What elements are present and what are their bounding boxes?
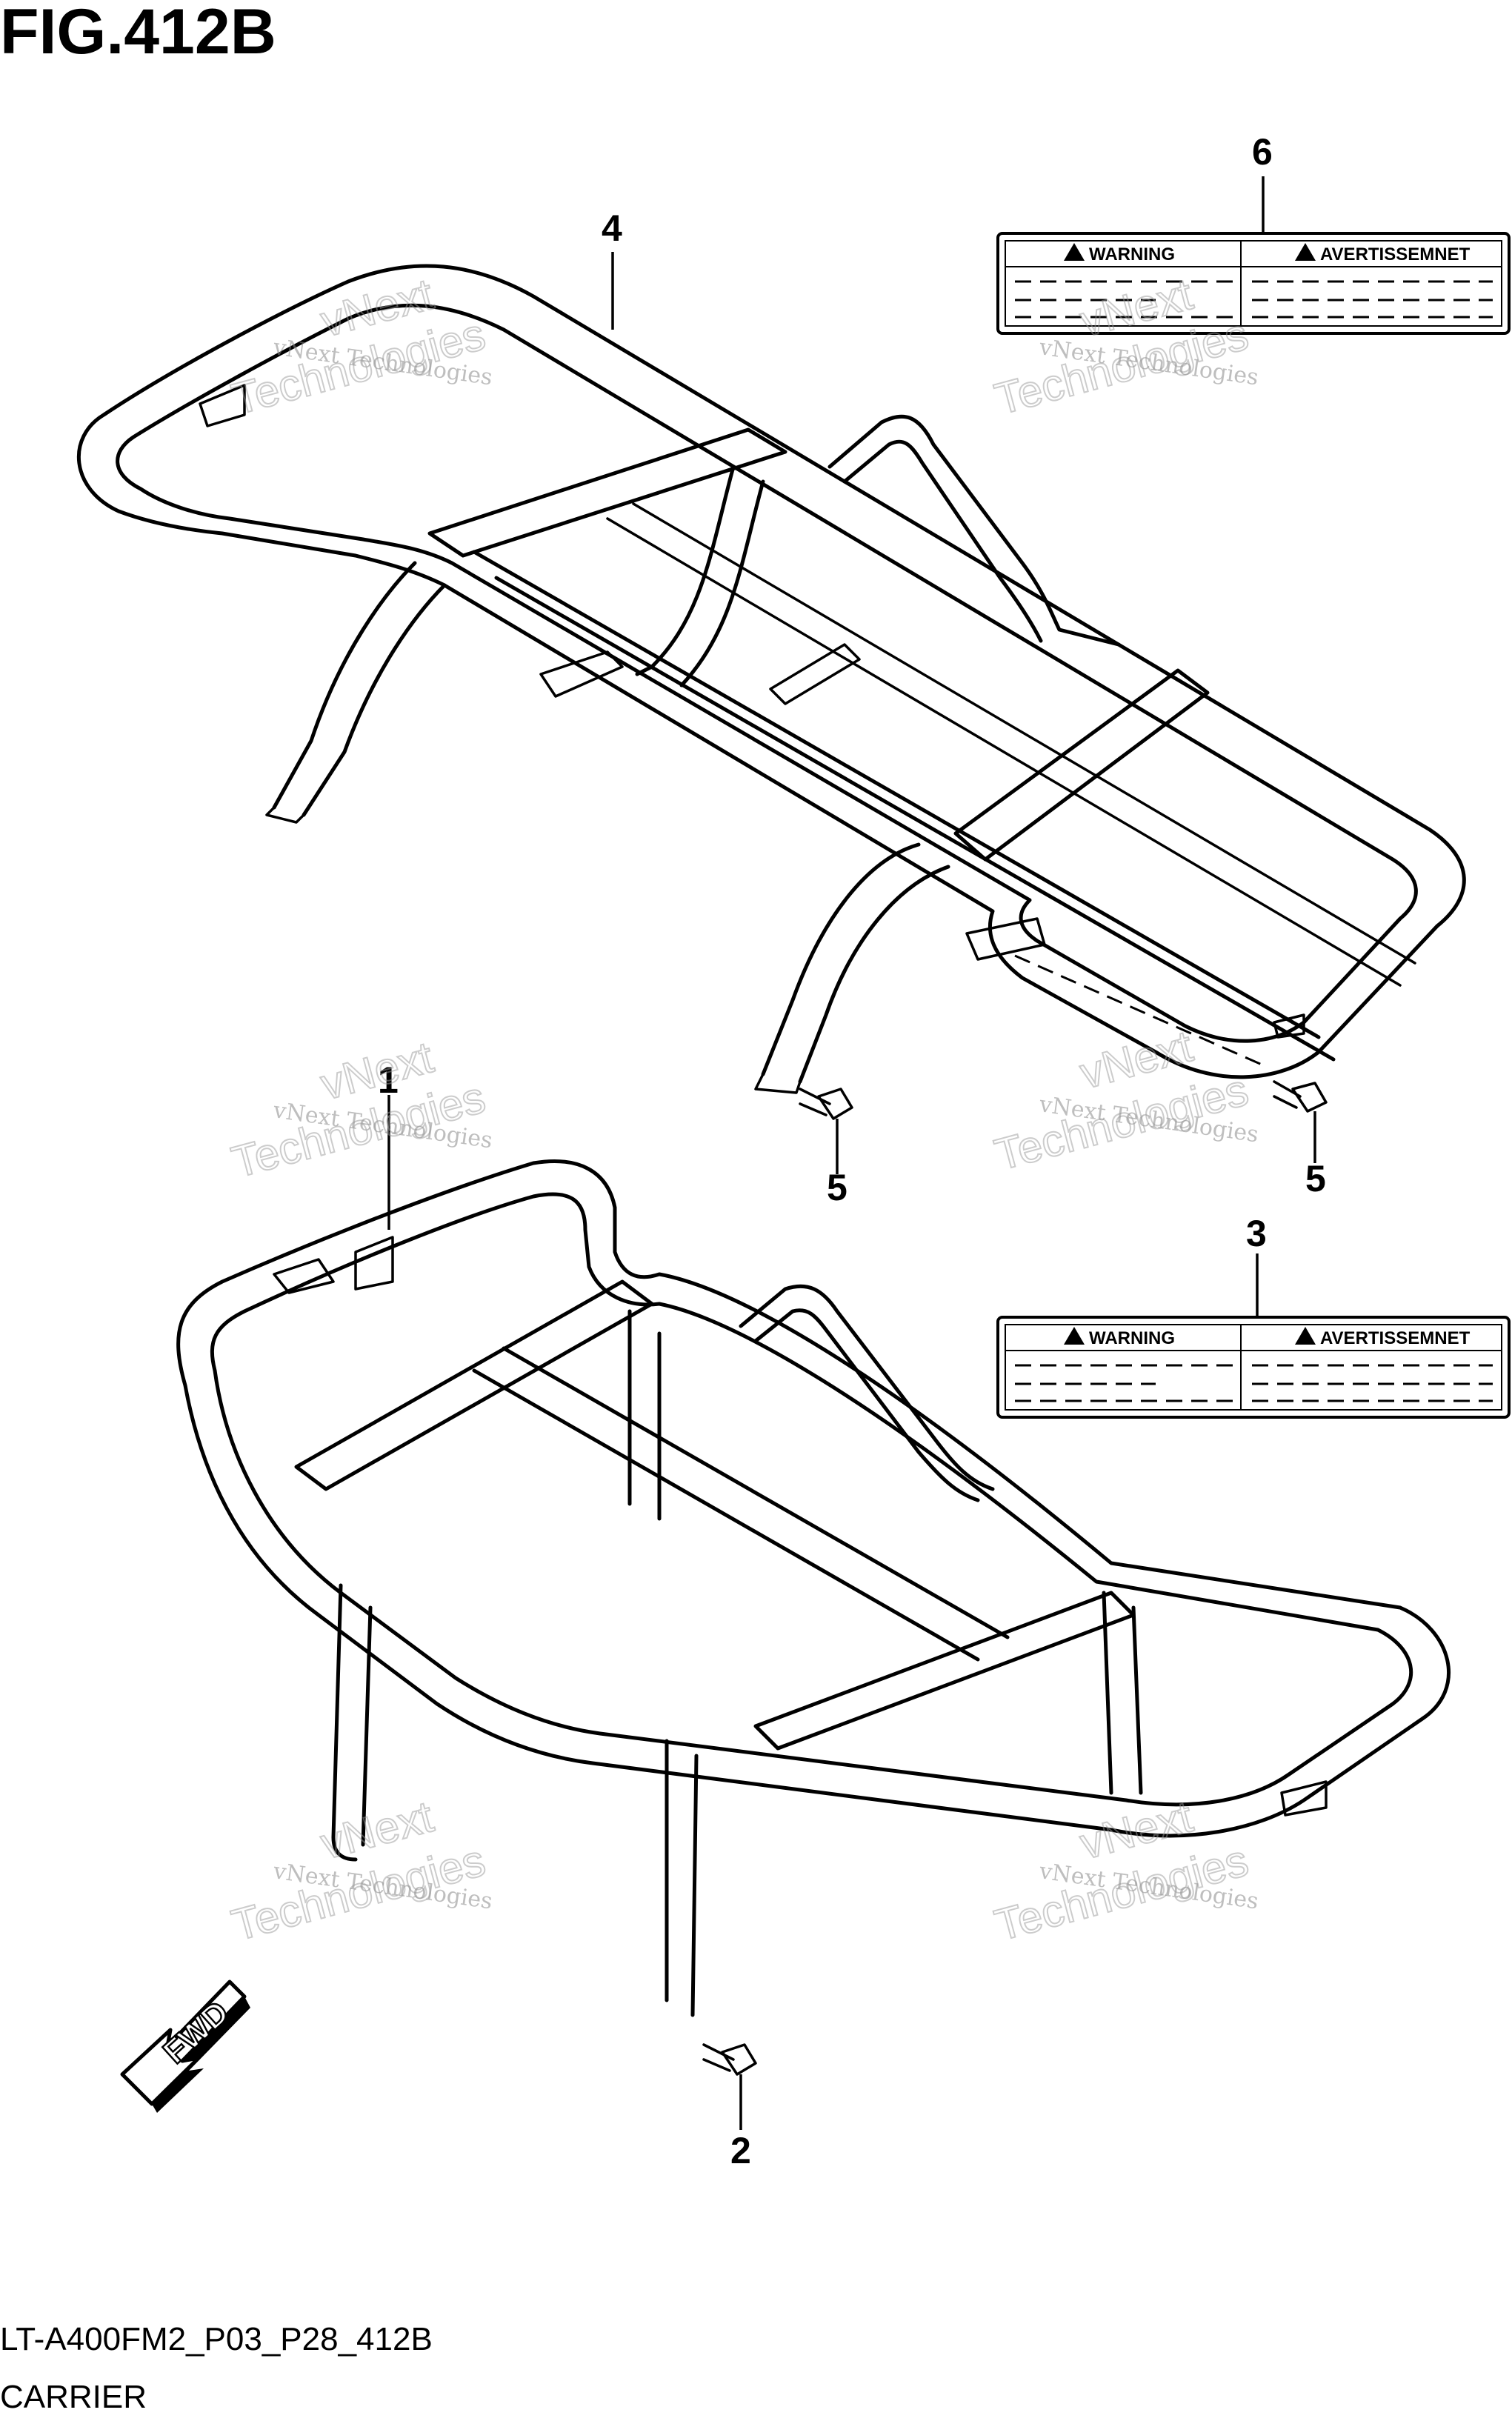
warning-triangle-icon — [1295, 243, 1316, 261]
bolt-5-left — [799, 1088, 853, 1120]
figure-title: FIG.412B — [0, 0, 276, 67]
avertissement-label-text: AVERTISSEMNET — [1320, 1328, 1471, 1348]
watermark-mid-right: vNext vNext Technologies Technologies — [989, 1020, 1260, 1180]
figure-code: LT-A400FM2_P03_P28_412B — [0, 2321, 433, 2357]
watermark-top-right: vNext vNext Technologies Technologies — [989, 268, 1260, 424]
fwd-arrow-icon: FWD — [120, 1980, 250, 2113]
carrier-lower — [176, 1159, 1451, 2017]
callout-5-left: 5 — [827, 1167, 847, 1208]
warning-triangle-icon — [1064, 243, 1085, 261]
callout-5-right: 5 — [1305, 1158, 1326, 1199]
bolt-5-right — [1273, 1080, 1328, 1113]
warning-label-text: WARNING — [1089, 1328, 1175, 1348]
avertissement-label-text: AVERTISSEMNET — [1320, 244, 1471, 264]
bolt-2 — [702, 2043, 757, 2076]
warning-label-3: WARNING AVERTISSEMNET — [996, 1316, 1511, 1419]
warning-label-6: WARNING AVERTISSEMNET — [996, 232, 1511, 335]
callout-3: 3 — [1246, 1213, 1267, 1254]
callout-2: 2 — [730, 2130, 751, 2171]
warning-triangle-icon — [1295, 1327, 1316, 1345]
figure-name: CARRIER — [0, 2379, 147, 2415]
watermark-top-left: vNext vNext Technologies Technologies — [226, 268, 494, 424]
callout-1: 1 — [378, 1059, 399, 1101]
callout-6: 6 — [1252, 131, 1273, 173]
watermark-mid-left: vNext vNext Technologies Technologies — [226, 1031, 494, 1188]
warning-triangle-icon — [1064, 1327, 1085, 1345]
carrier-upper — [76, 264, 1466, 1094]
warning-label-text: WARNING — [1089, 244, 1175, 264]
watermark-bottom-right: vNext vNext Technologies Technologies — [989, 1791, 1260, 1951]
callout-4: 4 — [602, 207, 622, 249]
watermark-bottom-left: vNext vNext Technologies Technologies — [226, 1791, 494, 1951]
